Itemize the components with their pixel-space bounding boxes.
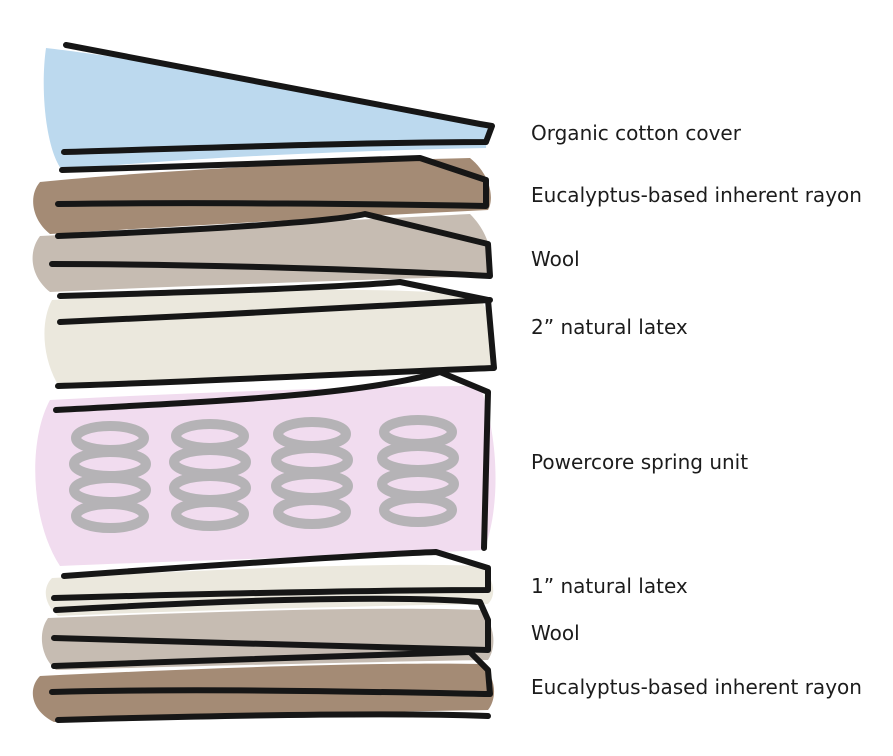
- spring-coil-3: [271, 417, 353, 529]
- label-spring-unit: Powercore spring unit: [531, 450, 749, 474]
- wool-top-outline: [49, 211, 493, 279]
- rayon-bottom-outline: [49, 649, 493, 697]
- label-rayon-top: Eucalyptus-based inherent rayon: [531, 183, 862, 207]
- label-latex-2in: 2” natural latex: [531, 315, 688, 339]
- wool-bottom-outline: [51, 595, 491, 653]
- rayon-top-outline: [55, 155, 489, 209]
- base-outline: [55, 711, 491, 723]
- cotton-cover-outline: [61, 42, 495, 155]
- spring-coil-4: [377, 415, 459, 527]
- latex-2in-outline: [55, 279, 497, 389]
- cotton-cover-fill: [43, 48, 488, 170]
- spring-coil-1: [69, 421, 151, 533]
- label-cotton-cover: Organic cotton cover: [531, 121, 741, 145]
- label-rayon-bottom: Eucalyptus-based inherent rayon: [531, 675, 862, 699]
- spring-coils: [69, 415, 459, 533]
- latex-1in-outline: [51, 549, 491, 601]
- spring-unit-outline: [53, 369, 491, 551]
- label-wool-bottom: Wool: [531, 621, 580, 645]
- latex-2in-inner-line: [57, 297, 493, 325]
- label-latex-1in: 1” natural latex: [531, 574, 688, 598]
- label-wool-top: Wool: [531, 247, 580, 271]
- layer-outlines: [49, 42, 497, 723]
- spring-coil-2: [169, 419, 251, 531]
